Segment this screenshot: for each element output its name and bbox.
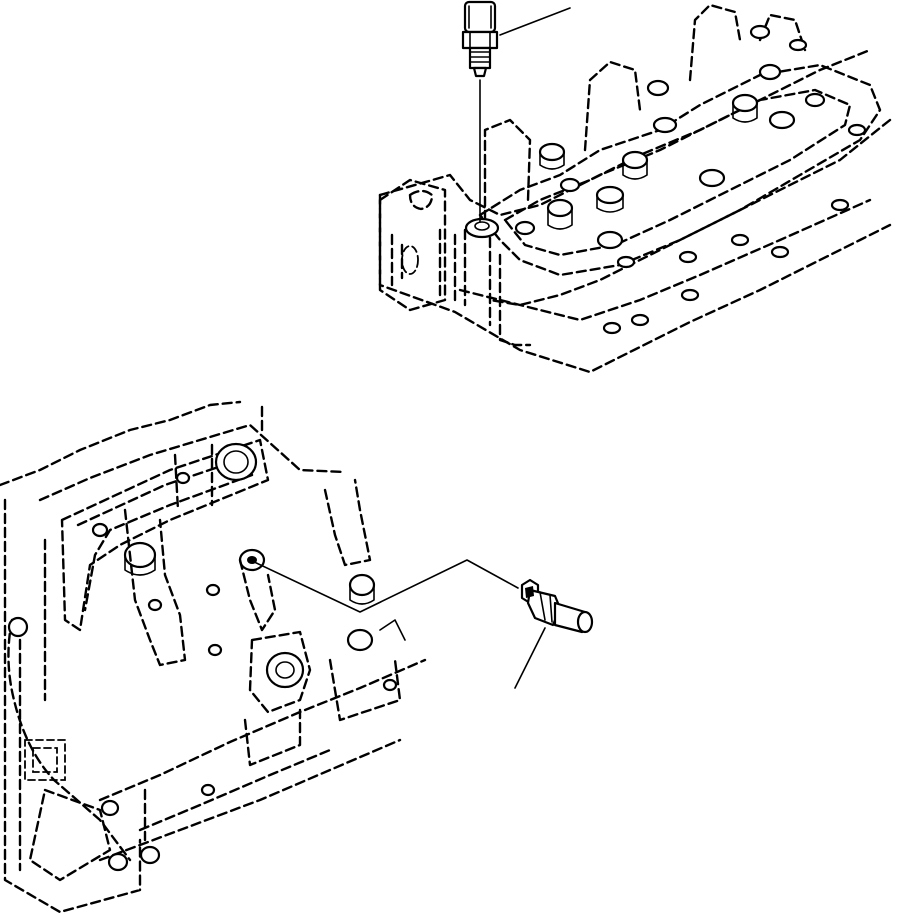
block-top-edge (0, 400, 242, 487)
head-side-boss (401, 245, 419, 275)
block-gasket-frame (60, 438, 270, 632)
block-left-window (24, 739, 66, 781)
rocker-rib-2 (583, 60, 642, 152)
head-front-column (438, 228, 457, 307)
head-side-slot (390, 233, 404, 287)
head-front-port (408, 189, 434, 211)
block-left-face (3, 498, 142, 914)
rocker-rib-3 (688, 3, 742, 82)
upper-sensor-icon (461, 0, 499, 78)
block-web-2 (238, 558, 277, 632)
lower-sensor-icon (520, 578, 594, 634)
block-lower-web (243, 658, 402, 767)
head-bolts (514, 24, 867, 335)
cylinder-block (0, 400, 427, 914)
rocker-rib-1 (483, 118, 532, 222)
rocker-rail-outer (478, 63, 882, 277)
block-bosses (91, 442, 398, 797)
block-web-1 (123, 508, 187, 667)
lower-install-line (249, 559, 519, 613)
head-right-edge (488, 118, 892, 307)
block-lower-rail (98, 658, 427, 802)
rocker-rail-inner (503, 88, 852, 257)
block-bottom-rail (98, 738, 402, 862)
head-sensor-column (463, 228, 532, 347)
lower-leader-line (514, 627, 546, 689)
block-web-3 (323, 478, 372, 567)
cylinder-head (378, 3, 892, 374)
head-lower-face (458, 198, 872, 322)
block-filter-boss (248, 630, 312, 714)
upper-leader-line (499, 7, 571, 36)
head-outline (378, 193, 892, 374)
head-top-edge (378, 48, 872, 217)
block-web-4 (173, 403, 264, 512)
block-pan-rail (138, 748, 332, 842)
head-front-block (378, 178, 447, 312)
head-sensor-port (464, 217, 500, 239)
block-upper-edge (38, 423, 347, 502)
